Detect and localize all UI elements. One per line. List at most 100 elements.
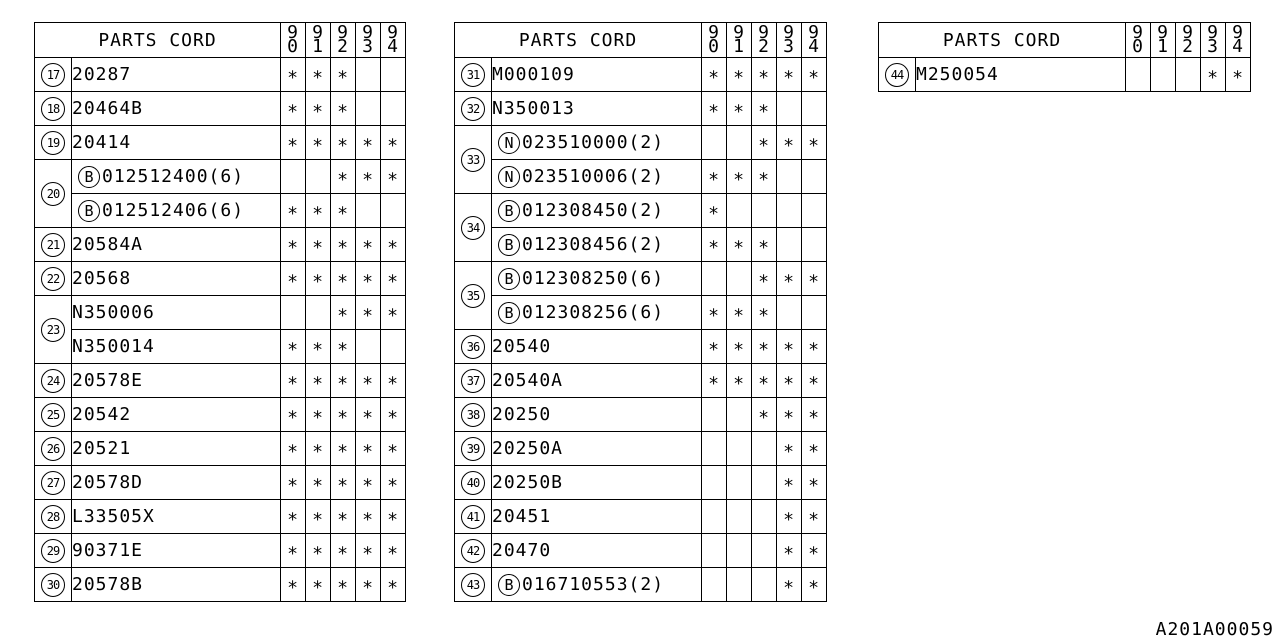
ref-number-cell: 29: [34, 533, 72, 568]
part-code: 20414: [72, 132, 132, 153]
ref-number-cell: 42: [454, 533, 492, 568]
year-digit: 9: [337, 22, 349, 43]
year-digit: 4: [1232, 36, 1244, 57]
year-mark-cell: ∗: [355, 227, 381, 262]
ref-number-cell: 24: [34, 363, 72, 398]
year-mark-cell: ∗: [355, 159, 381, 194]
year-mark-cell: ∗: [330, 329, 356, 364]
year-mark-cell: [776, 227, 802, 262]
year-mark-cell: ∗: [330, 91, 356, 126]
year-mark-cell: [701, 465, 727, 500]
year-mark-cell: ∗: [305, 567, 331, 602]
ref-number-circle: 28: [41, 504, 65, 529]
year-mark-cell: ∗: [305, 465, 331, 500]
year-digit: 9: [1182, 22, 1194, 43]
ref-number-circle: 31: [461, 62, 485, 87]
year-mark-cell: ∗: [380, 397, 406, 432]
year-mark-cell: ∗: [776, 397, 802, 432]
part-code-cell: 20578E: [71, 363, 281, 398]
year-mark-cell: [801, 227, 827, 262]
part-code: N350013: [492, 98, 575, 119]
year-digit: 9: [808, 22, 820, 43]
year-mark-cell: ∗: [380, 533, 406, 568]
year-mark-cell: [801, 159, 827, 194]
ref-number-circle: 27: [41, 470, 65, 495]
year-mark-cell: ∗: [280, 363, 306, 398]
year-mark-cell: ∗: [701, 193, 727, 228]
year-mark-cell: ∗: [801, 567, 827, 602]
year-digit: 2: [758, 36, 770, 57]
year-mark-cell: ∗: [330, 57, 356, 92]
year-mark-cell: ∗: [280, 125, 306, 160]
year-digit: 3: [1207, 36, 1219, 57]
year-mark-cell: [1150, 57, 1176, 92]
part-code: 20521: [72, 438, 132, 459]
year-mark-cell: ∗: [330, 567, 356, 602]
year-mark-cell: [801, 295, 827, 330]
part-code: 20470: [492, 540, 552, 561]
year-mark-cell: ∗: [330, 227, 356, 262]
part-code-cell: M250054: [915, 57, 1126, 92]
year-mark-cell: [726, 533, 752, 568]
part-prefix-circle: N: [498, 165, 520, 188]
year-mark-cell: ∗: [726, 57, 752, 92]
year-mark-cell: ∗: [380, 227, 406, 262]
year-mark-cell: ∗: [776, 431, 802, 466]
year-mark-cell: [701, 125, 727, 160]
part-code-cell: 20542: [71, 397, 281, 432]
part-code-cell: 20584A: [71, 227, 281, 262]
part-code: 20250B: [492, 472, 564, 493]
year-mark-cell: [726, 261, 752, 296]
year-mark-cell: [280, 295, 306, 330]
year-mark-cell: [380, 193, 406, 228]
ref-number-circle: 23: [41, 317, 65, 342]
year-mark-cell: ∗: [280, 329, 306, 364]
year-mark-cell: ∗: [776, 499, 802, 534]
part-code: M000109: [492, 64, 575, 85]
year-mark-cell: [776, 159, 802, 194]
year-mark-cell: ∗: [701, 91, 727, 126]
ref-number-cell: 33: [454, 125, 492, 194]
year-mark-cell: ∗: [801, 465, 827, 500]
part-code-cell: 20250A: [491, 431, 702, 466]
ref-number-cell: 32: [454, 91, 492, 126]
year-mark-cell: ∗: [380, 295, 406, 330]
ref-number-circle: 42: [461, 538, 485, 563]
part-prefix-circle: B: [498, 301, 520, 324]
ref-number-circle: 26: [41, 436, 65, 461]
year-digit: 9: [387, 22, 399, 43]
year-mark-cell: ∗: [280, 397, 306, 432]
year-mark-cell: [355, 57, 381, 92]
ref-number-circle: 40: [461, 470, 485, 495]
part-prefix-circle: B: [78, 165, 100, 188]
year-digit: 3: [783, 36, 795, 57]
year-mark-cell: ∗: [380, 125, 406, 160]
year-mark-cell: ∗: [801, 329, 827, 364]
ref-number-cell: 34: [454, 193, 492, 262]
year-mark-cell: ∗: [776, 465, 802, 500]
part-code: 20578B: [72, 574, 144, 595]
year-mark-cell: [280, 159, 306, 194]
year-mark-cell: ∗: [380, 465, 406, 500]
year-mark-cell: ∗: [280, 91, 306, 126]
year-mark-cell: [380, 329, 406, 364]
year-mark-cell: ∗: [305, 193, 331, 228]
